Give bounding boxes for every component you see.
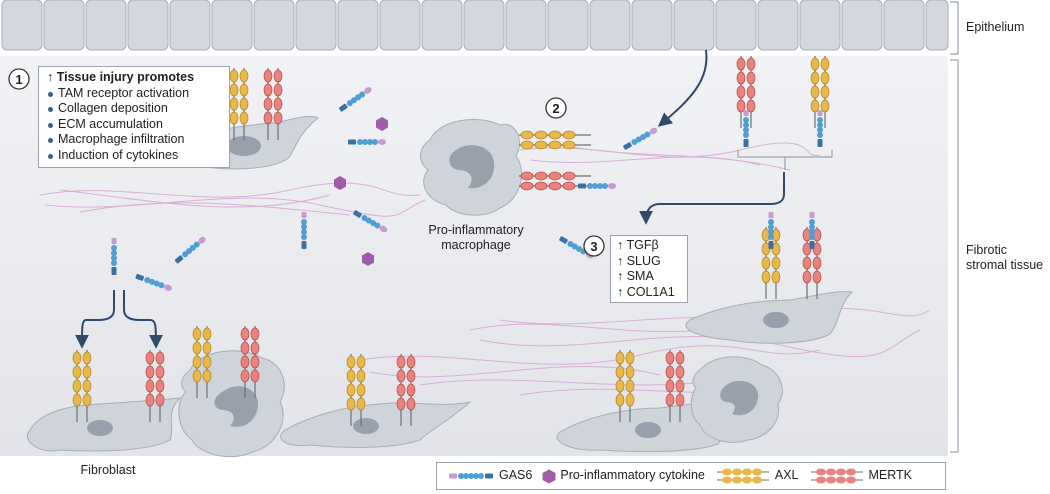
arrow-to-fibroblast-axl: [75, 290, 115, 349]
fibroblast-cell-right: [685, 291, 854, 344]
legend: GAS6 Pro-inflammatory cytokine AXL: [436, 462, 946, 490]
marker-slug: ↑ SLUG: [617, 253, 661, 268]
epithelium-bracket: [950, 1, 959, 55]
legend-cytokine: Pro-inflammatory cytokine: [542, 468, 705, 484]
arrow-to-markers: [639, 172, 785, 225]
mertk-icon: [810, 468, 863, 484]
legend-axl-label: AXL: [774, 468, 799, 483]
epithelium-label: Epithelium: [966, 20, 1025, 34]
fibroblast-cell-lower-middle: [280, 401, 472, 448]
list-item: Macrophage infiltration: [47, 132, 223, 148]
macrophage-label-line1: Pro-inflammatory: [428, 223, 524, 237]
tissue-injury-list: TAM receptor activation Collagen deposit…: [47, 86, 223, 164]
receptor-bracket: [737, 150, 833, 170]
gas6-icon: [449, 473, 493, 479]
tissue-injury-title: ↑ Tissue injury promotes: [47, 70, 195, 84]
gas6-ligand: [817, 110, 823, 147]
list-item: Collagen deposition: [47, 101, 223, 117]
step-marker-1: 1: [8, 68, 30, 90]
legend-cytokine-label: Pro-inflammatory cytokine: [560, 468, 705, 483]
marker-sma: ↑ SMA: [617, 269, 654, 283]
svg-text:1: 1: [15, 72, 22, 87]
list-item: ECM accumulation: [47, 117, 223, 133]
step-marker-3: 3: [583, 235, 605, 257]
arrows: [75, 49, 785, 349]
fibrotic-markers-box: ↑ TGFβ ↑ SLUG ↑ SMA ↑ COL1A1: [610, 235, 688, 303]
stroma-label-line2: stromal tissue: [966, 258, 1044, 272]
legend-gas6: GAS6: [447, 468, 532, 484]
step-marker-2: 2: [545, 97, 567, 119]
stroma-label: Fibrotic stromal tissue: [966, 243, 1043, 273]
fibroblast-label: Fibroblast: [81, 463, 136, 477]
macrophage-label-line2: macrophage: [441, 238, 511, 252]
marker-tgfb: ↑ TGFβ: [617, 238, 659, 252]
gas6-ligand: [743, 110, 749, 147]
legend-axl: AXL: [715, 468, 799, 484]
cytokine-hexagon-icon: [542, 469, 556, 483]
arrow-epithelium-to-macrophage: [657, 49, 708, 127]
gas6-ligand: [809, 212, 815, 249]
svg-text:2: 2: [552, 101, 559, 116]
stroma-label-line1: Fibrotic: [966, 243, 1007, 257]
marker-col1a1: ↑ COL1A1: [617, 284, 675, 299]
arrow-to-fibroblast-mertk: [123, 290, 163, 349]
macrophage-cell-lower-right: [690, 356, 783, 443]
list-item: Induction of cytokines: [47, 148, 223, 164]
legend-gas6-label: GAS6: [499, 468, 533, 483]
tissue-injury-box: ↑ Tissue injury promotes TAM receptor ac…: [38, 66, 230, 168]
svg-text:3: 3: [590, 239, 597, 254]
legend-mertk: MERTK: [809, 468, 913, 484]
axl-icon: [716, 468, 769, 484]
legend-mertk-label: MERTK: [868, 468, 913, 483]
stroma-bracket: [950, 59, 959, 453]
epithelium-layer: [1, 0, 949, 51]
list-item: TAM receptor activation: [47, 86, 223, 102]
gas6-ligand: [768, 212, 774, 249]
macrophage-cell: [420, 119, 523, 216]
